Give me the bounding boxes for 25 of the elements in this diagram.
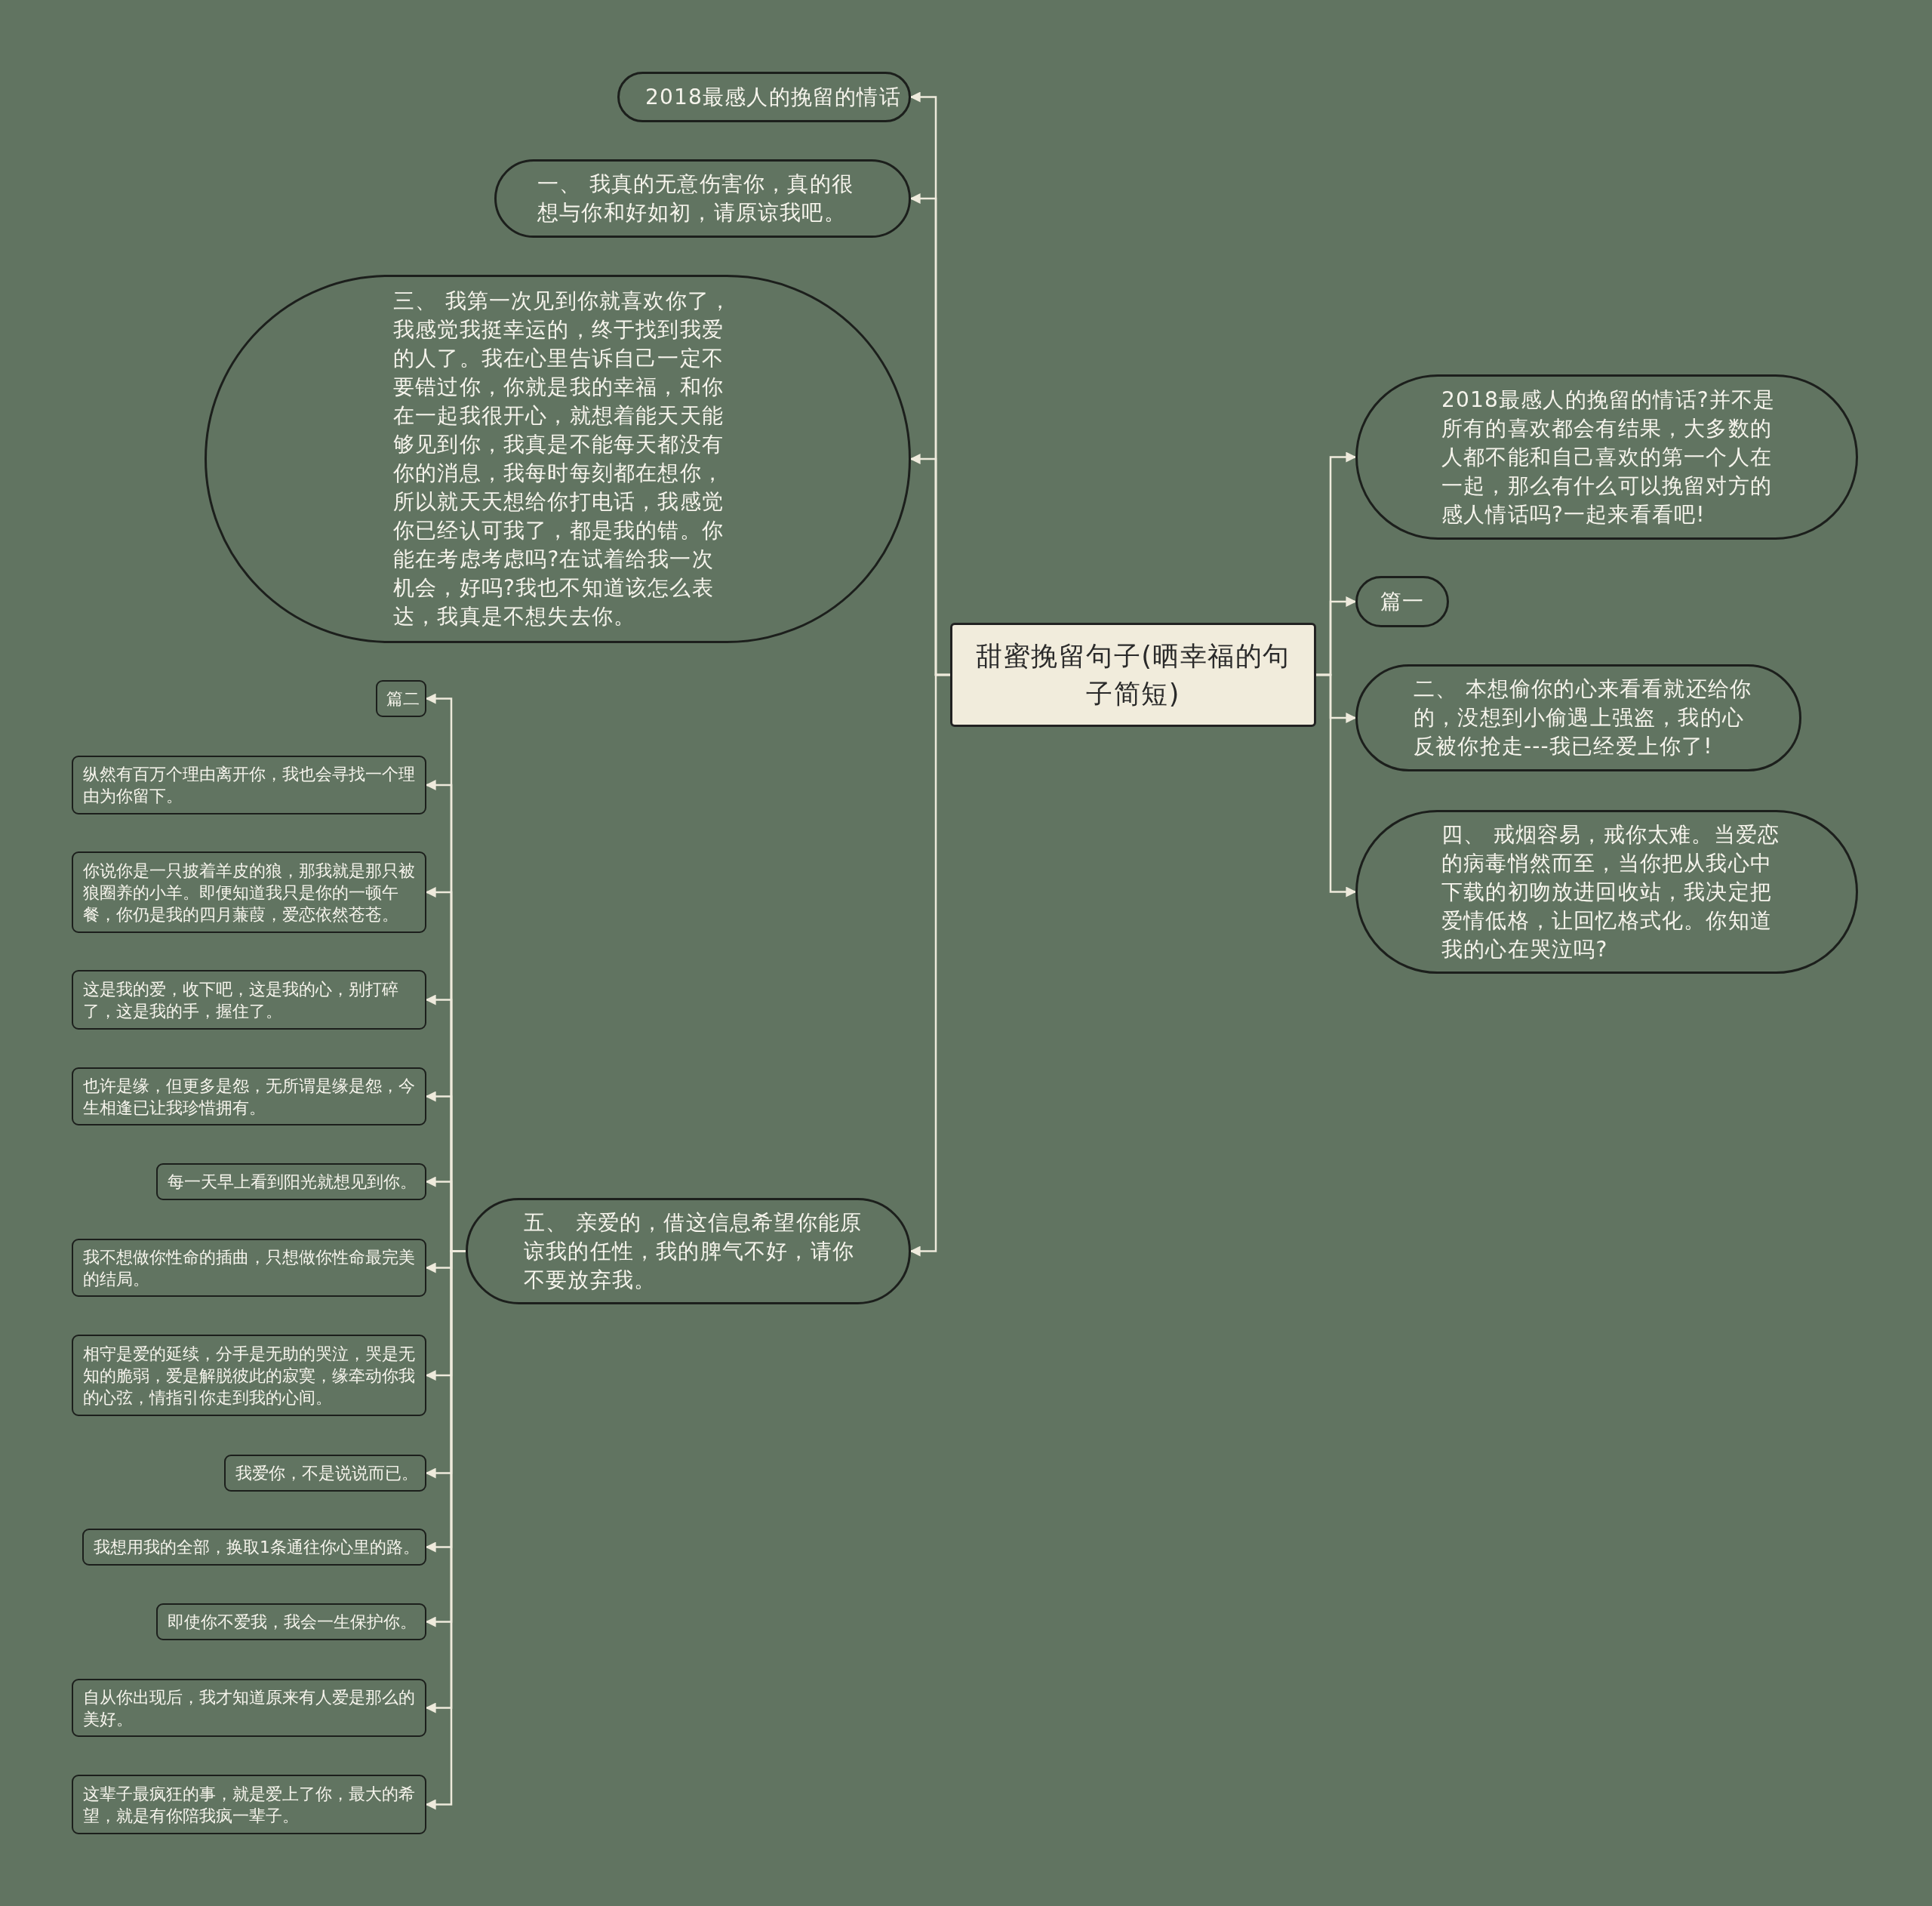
connector-arrow xyxy=(1316,673,1357,898)
sentence-box: 自从你出现后，我才知道原来有人爱是那么的美好。 xyxy=(72,1679,426,1737)
topic-pill: 五、 亲爱的，借这信息希望你能原谅我的任性，我的脾气不好，请你不要放弃我。 xyxy=(466,1198,911,1304)
topic-pill: 三、 我第一次见到你就喜欢你了，我感觉我挺幸运的，终于找到我爱的人了。我在心里告诉自己一定不要错过你，你就是我的幸福，和你在一起我很开心，就想着能天天能够见到你，我真是不能每天都没有你的消息，我每时每刻都在想你，所以就天天想给你打电话，我感觉你已经认可我了，都是我的错。你能在考虑考虑吗?在试着给我一次机会，好吗?我也不知道该怎么表达，我真是不想失去你。 xyxy=(205,275,911,643)
sentence-box: 纵然有百万个理由离开你，我也会寻找一个理由为你留下。 xyxy=(72,756,426,814)
sentence-box: 你说你是一只披着羊皮的狼，那我就是那只被狼圈养的小羊。即便知道我只是你的一顿午餐，你仍是我的四月蒹葭，爱恋依然苍苍。 xyxy=(72,851,426,933)
topic-pill: 二、 本想偷你的心来看看就还给你的，没想到小偷遇上强盗，我的心反被你抢走---我已经爱上你了! xyxy=(1355,664,1801,771)
sentence-box: 我想用我的全部，换取1条通往你心里的路。 xyxy=(82,1529,426,1566)
connector-arrow xyxy=(425,1250,466,1810)
topic-pill: 一、 我真的无意伤害你，真的很想与你和好如初，请原谅我吧。 xyxy=(494,159,911,238)
sentence-box: 篇二 xyxy=(376,680,426,717)
sentence-box: 相守是爱的延续，分手是无助的哭泣，哭是无知的脆弱，爱是解脱彼此的寂寞，缘牵动你我的心弦，情指引你走到我的心间。 xyxy=(72,1335,426,1416)
sentence-box: 这辈子最疯狂的事，就是爱上了你，最大的希望，就是有你陪我疯一辈子。 xyxy=(72,1775,426,1834)
topic-pill: 篇一 xyxy=(1355,576,1449,627)
sentence-box: 即使你不爱我，我会一生保护你。 xyxy=(156,1603,426,1640)
sentence-box: 也许是缘，但更多是怨，无所谓是缘是怨，今生相逢已让我珍惜拥有。 xyxy=(72,1067,426,1125)
topic-pill: 四、 戒烟容易，戒你太难。当爱恋的病毒悄然而至，当你把从我心中下载的初吻放进回收站，我决定把爱情低格，让回忆格式化。你知道我的心在哭泣吗? xyxy=(1355,810,1858,974)
connector-arrow xyxy=(909,673,950,1257)
sentence-box: 这是我的爱，收下吧，这是我的心，别打碎了，这是我的手，握住了。 xyxy=(72,970,426,1030)
sentence-box: 每一天早上看到阳光就想见到你。 xyxy=(156,1163,426,1200)
sentence-box: 我不想做你性命的插曲，只想做你性命最完美的结局。 xyxy=(72,1239,426,1297)
root-topic-box: 甜蜜挽留句子(晒幸福的句子简短) xyxy=(950,623,1316,727)
topic-pill: 2018最感人的挽留的情话?并不是所有的喜欢都会有结果，大多数的人都不能和自己喜欢的第一个人在一起，那么有什么可以挽留对方的感人情话吗?一起来看看吧! xyxy=(1355,374,1858,540)
sentence-box: 我爱你，不是说说而已。 xyxy=(224,1455,426,1492)
topic-pill: 2018最感人的挽留的情话 xyxy=(617,72,911,122)
